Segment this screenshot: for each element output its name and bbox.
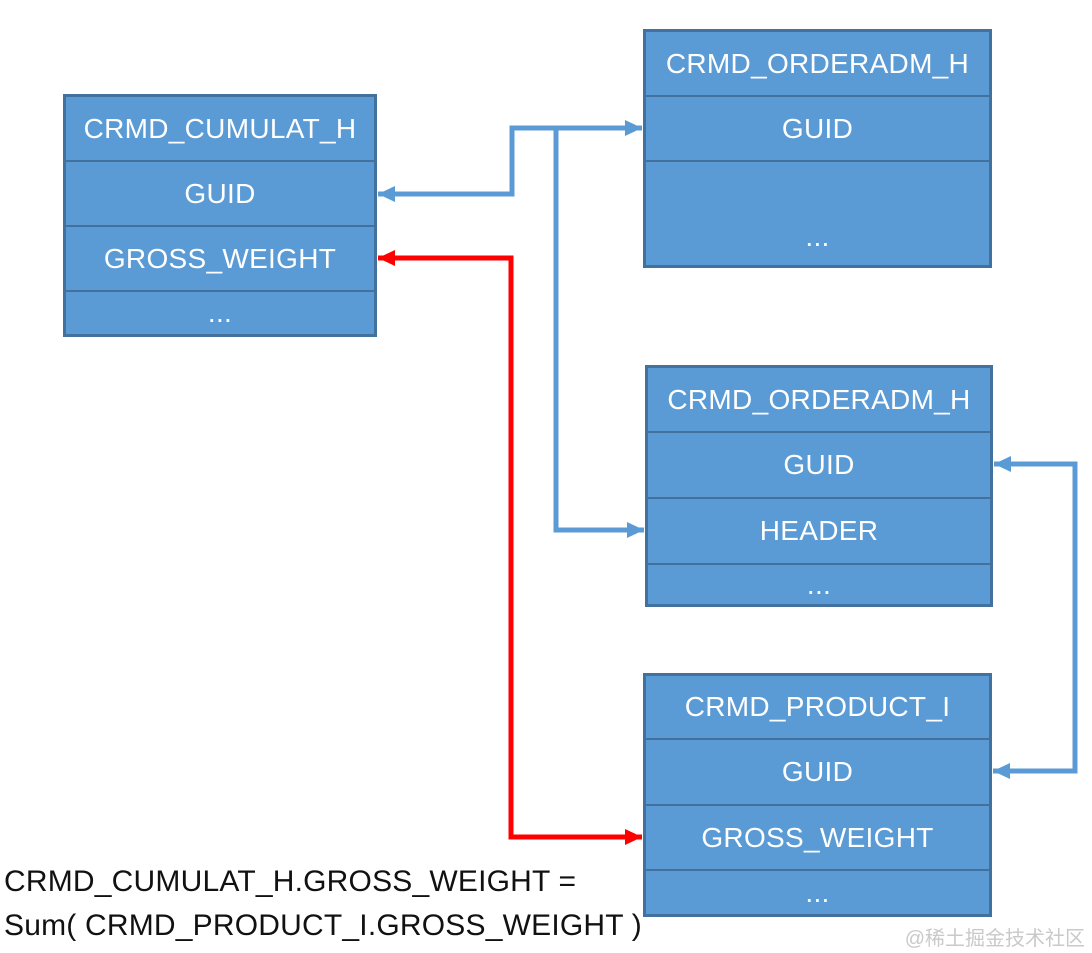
table-crmd-product-i: CRMD_PRODUCT_I GUID GROSS_WEIGHT ...: [643, 673, 992, 917]
watermark-text: @稀土掘金技术社区: [904, 928, 1085, 950]
row-guid: GUID: [648, 431, 990, 497]
formula-line-2: Sum( CRMD_PRODUCT_I.GROSS_WEIGHT ): [4, 909, 642, 942]
connector-red-gross-weight-sum: [378, 250, 642, 845]
row-guid: GUID: [646, 95, 989, 160]
connector-orderadm-mid-guid-to-product-guid: [993, 456, 1078, 779]
row-gross-weight: GROSS_WEIGHT: [66, 225, 374, 290]
row-guid: GUID: [646, 738, 989, 804]
row-header: HEADER: [648, 497, 990, 563]
row-ellipsis: ...: [66, 290, 374, 334]
formula-caption: CRMD_CUMULAT_H.GROSS_WEIGHT = Sum( CRMD_…: [4, 860, 642, 948]
table-title: CRMD_PRODUCT_I: [684, 691, 951, 722]
connector-branch-to-orderadm-mid-header: [553, 128, 644, 538]
table-crmd-orderadm-h-top: CRMD_ORDERADM_H GUID ...: [643, 29, 992, 268]
table-crmd-cumulat-h: CRMD_CUMULAT_H GUID GROSS_WEIGHT ...: [63, 94, 377, 337]
row-gross-weight: GROSS_WEIGHT: [646, 804, 989, 869]
table-title: CRMD_ORDERADM_H: [665, 47, 970, 79]
row-guid: GUID: [66, 160, 374, 225]
formula-line-1: CRMD_CUMULAT_H.GROSS_WEIGHT =: [4, 865, 577, 898]
row-ellipsis: ...: [646, 869, 989, 914]
table-crmd-orderadm-h-middle: CRMD_ORDERADM_H GUID HEADER ...: [645, 365, 993, 607]
row-ellipsis: ...: [648, 563, 990, 604]
row-ellipsis: ...: [646, 160, 989, 265]
table-title: CRMD_CUMULAT_H: [83, 112, 357, 144]
table-title: CRMD_ORDERADM_H: [667, 383, 971, 415]
connector-cumulat-guid-to-orderadm-top-guid: [378, 120, 642, 202]
